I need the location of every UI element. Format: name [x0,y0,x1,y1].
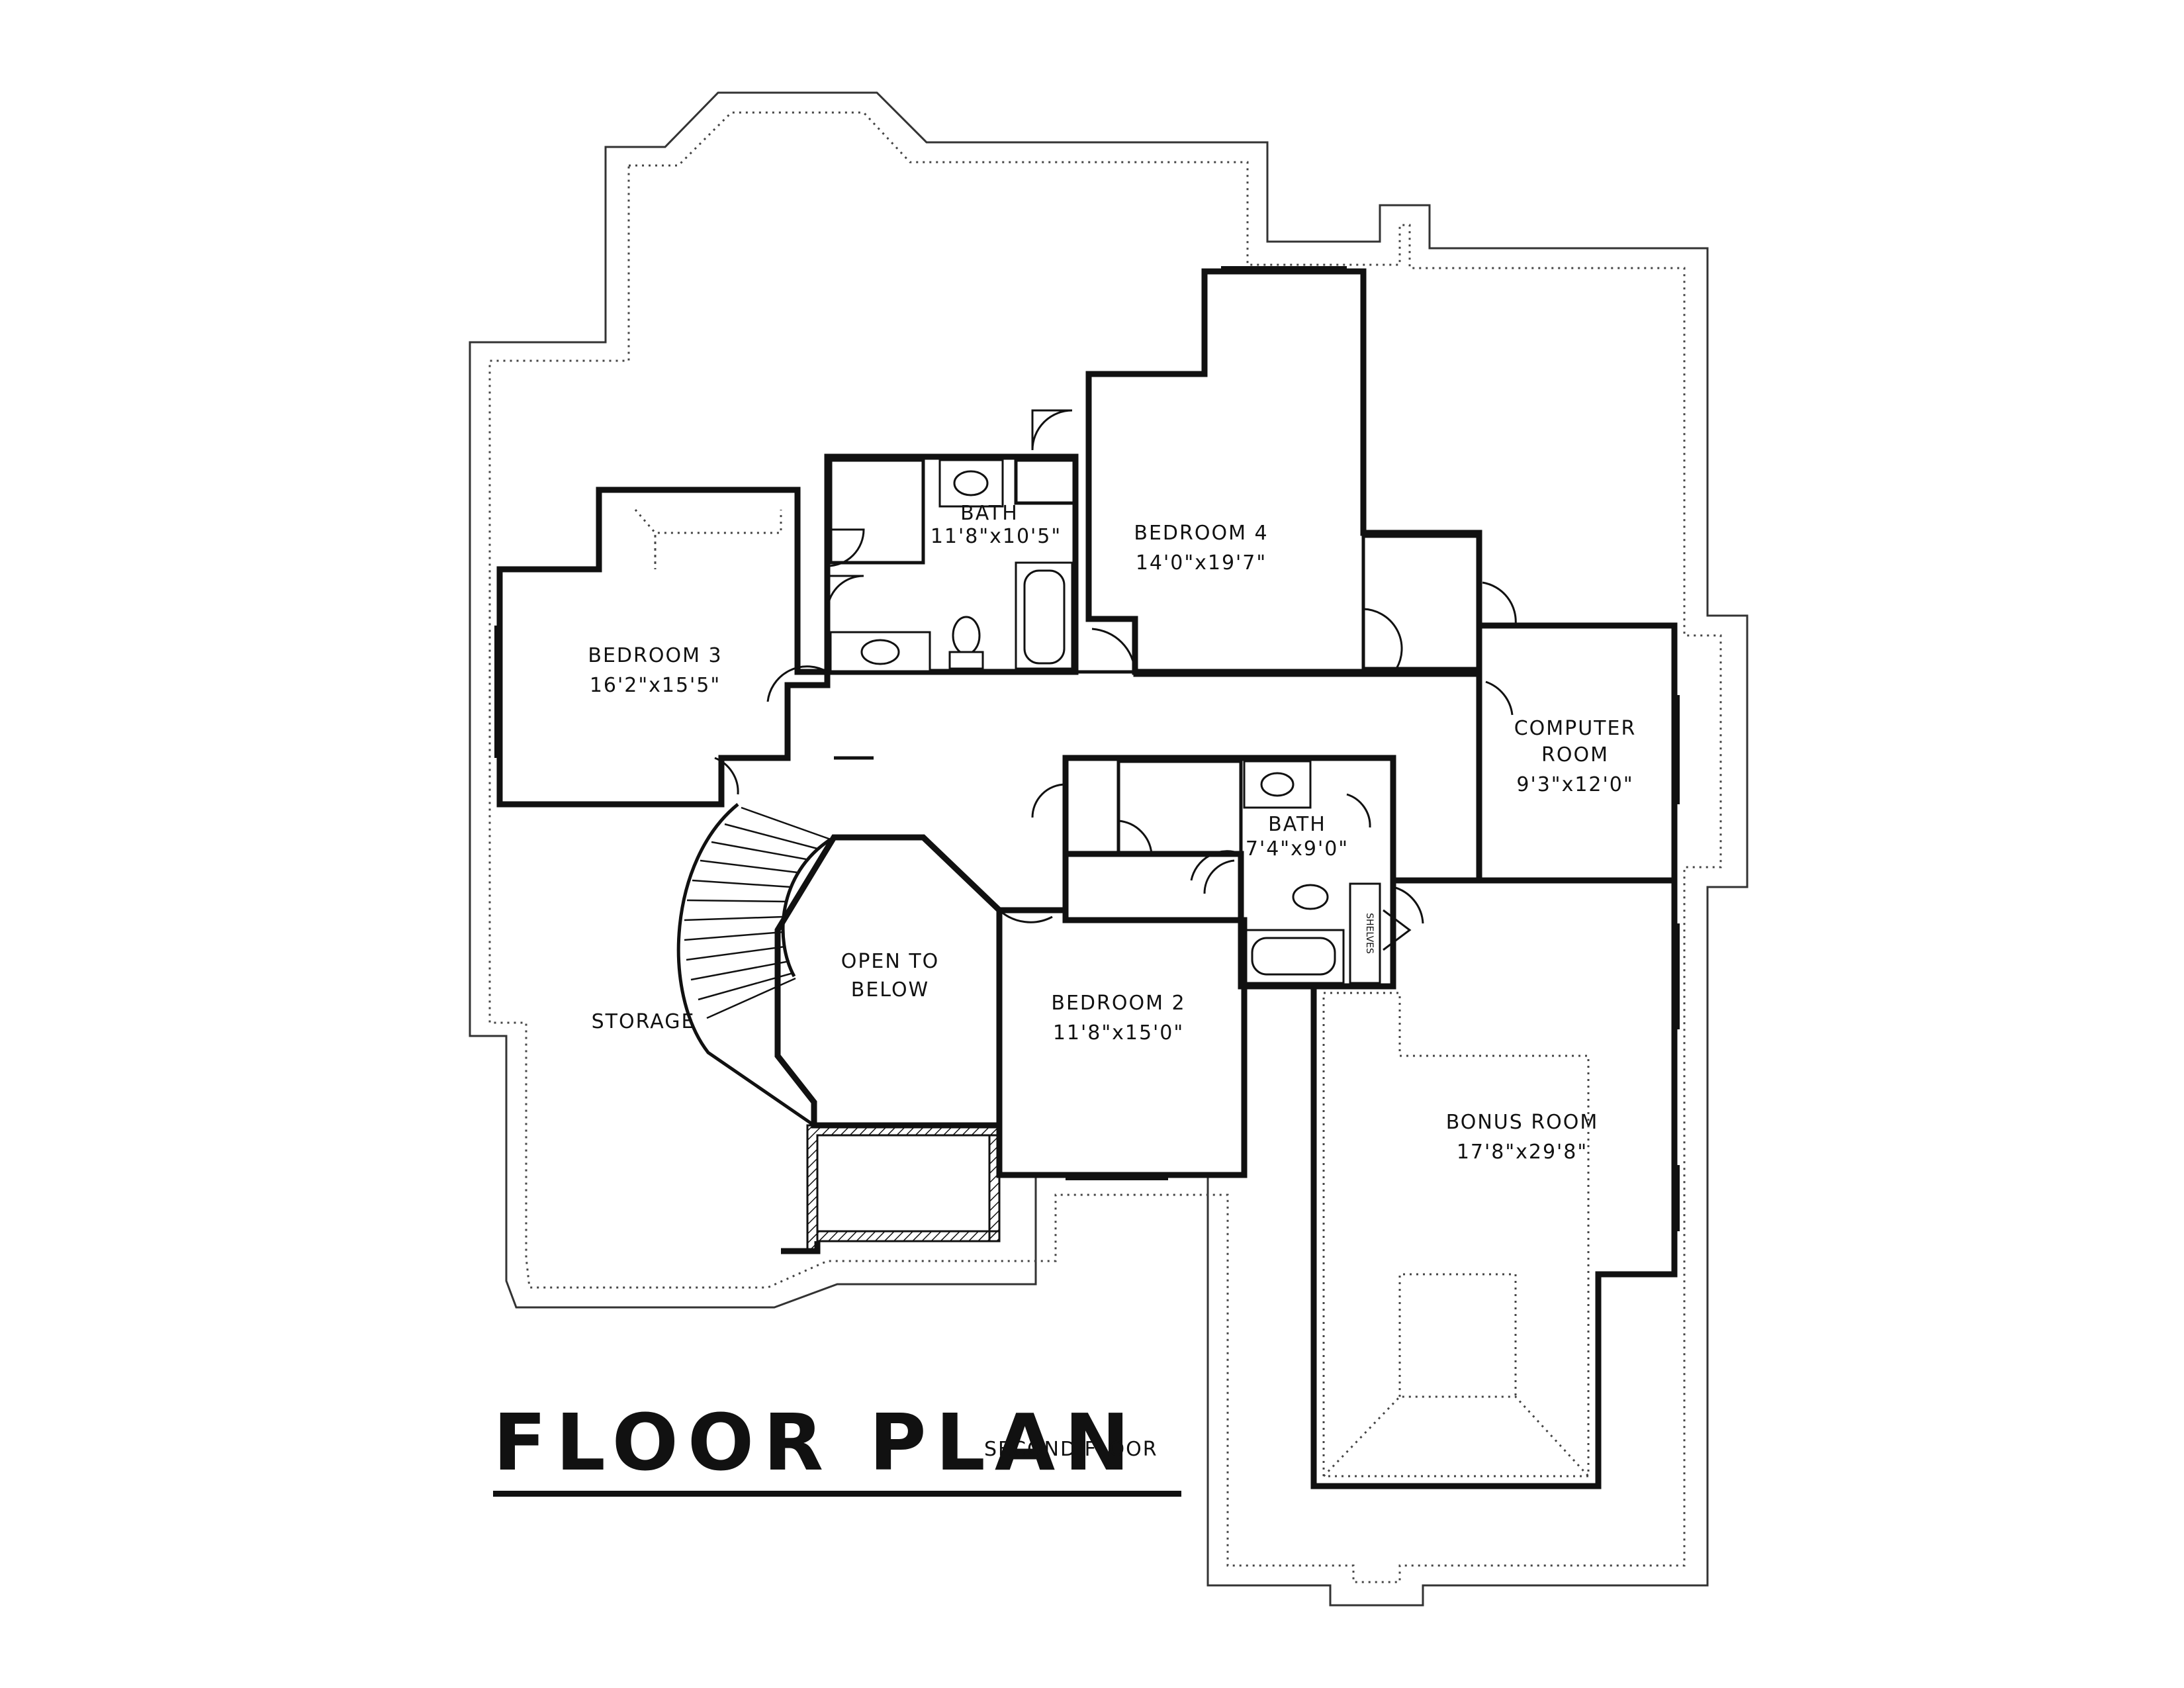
wall-upper-bath-closet-right [1014,458,1077,505]
bedroom-3-closet [634,509,782,569]
stair-treads [684,806,831,1019]
title-underline [493,1491,1181,1497]
door-swings [714,409,1517,951]
bathtub-upper-inner [1023,569,1066,665]
toilet-upper [952,616,981,655]
wall-bonus-room [1310,877,1678,1489]
label-open-to-below-1: OPEN TO [841,950,940,973]
size-bedroom-2: 11'8"x15'0" [1053,1021,1184,1045]
label-lower-bath: BATH [1268,813,1326,836]
sink-basin-upper-bottom [860,639,900,665]
plan-title: FLOOR PLAN [493,1397,1139,1488]
wall-upper-bath-closet-left [829,458,925,565]
size-upper-bath: 11'8"x10'5" [931,525,1062,548]
size-lower-bath: 7'4"x9'0" [1246,837,1349,861]
wall-bedroom-4 [1085,268,1482,675]
wall-storage-right [988,1134,1001,1243]
label-computer-room-1: COMPUTER [1514,717,1637,740]
size-bonus-room: 17'8"x29'8" [1457,1141,1588,1164]
size-bedroom-4: 14'0"x19'7" [1136,551,1267,575]
label-bedroom-2: BEDROOM 2 [1051,992,1185,1015]
bonus-room-ridge [1322,1395,1590,1477]
label-open-to-below-2: BELOW [851,978,929,1002]
label-bonus-room: BONUS ROOM [1446,1111,1599,1134]
staircase-outer [676,803,815,1127]
label-bedroom-3: BEDROOM 3 [588,644,722,667]
roof-outline-inner [488,111,1722,1583]
label-storage: STORAGE [592,1010,696,1033]
bonus-room-ridge-2 [1398,1273,1517,1397]
size-computer-room: 9'3"x12'0" [1516,773,1633,796]
label-shelves: SHELVES [1364,913,1375,954]
wall-bedroom-2 [996,851,1248,1178]
bathtub-lower-inner [1251,937,1336,976]
wall-storage-corner [781,1241,821,1254]
wall-bedroom-3 [496,487,831,808]
label-upper-bath: BATH [960,502,1019,525]
roof-outline-outer [469,91,1749,1607]
wall-storage-bottom [816,1230,1001,1243]
bonus-room-vault [1322,992,1590,1477]
label-bedroom-4: BEDROOM 4 [1134,522,1268,545]
sink-basin-upper-top [953,470,989,496]
sink-basin-lower [1260,772,1295,797]
toilet-tank-upper [948,651,984,670]
wall-hallway-north [827,670,1479,677]
toilet-lower [1292,884,1329,910]
plan-subtitle: SECOND FLOOR [984,1438,1158,1461]
wall-lower-bath [1062,755,1396,990]
wall-bedroom-4-closet [1361,534,1481,671]
size-bedroom-3: 16'2"x15'5" [590,674,721,697]
shelves-unit [1349,882,1381,984]
label-computer-room-2: ROOM [1541,743,1609,767]
wall-lower-bath-closet [1116,759,1243,856]
